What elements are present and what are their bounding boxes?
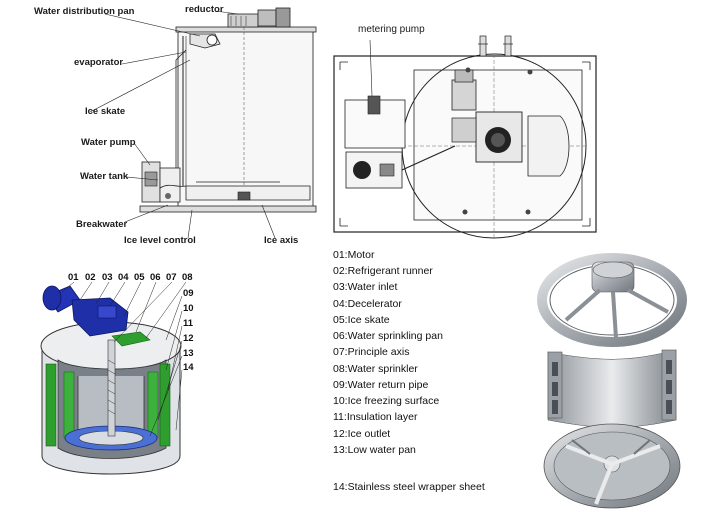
callout-07: 07 bbox=[166, 272, 177, 283]
label-water-distribution-pan: Water distribution pan bbox=[34, 6, 135, 17]
callout-04: 04 bbox=[118, 272, 129, 283]
legend-item: 12:Ice outlet bbox=[333, 428, 391, 440]
legend-item: 13:Low water pan bbox=[333, 444, 416, 456]
callout-02: 02 bbox=[85, 272, 96, 283]
callout-14: 14 bbox=[183, 362, 194, 373]
label-ice-skate: Ice skate bbox=[85, 106, 126, 117]
label-breakwater: Breakwater bbox=[76, 219, 128, 230]
legend-item: 08:Water sprinkler bbox=[333, 363, 418, 375]
callout-06: 06 bbox=[150, 272, 161, 283]
callout-03: 03 bbox=[102, 272, 113, 283]
legend-item: 05:Ice skate bbox=[333, 314, 390, 326]
label-metering-pump: metering pump bbox=[358, 24, 425, 35]
callout-09: 09 bbox=[183, 288, 194, 299]
legend-item: 07:Principle axis bbox=[333, 346, 410, 358]
legend-item: 04:Decelerator bbox=[333, 298, 402, 310]
label-ice-level-control: Ice level control bbox=[124, 235, 196, 246]
legend-item: 01:Motor bbox=[333, 249, 375, 261]
callout-13: 13 bbox=[183, 348, 194, 359]
callout-10: 10 bbox=[183, 303, 194, 314]
legend-item: 09:Water return pipe bbox=[333, 379, 429, 391]
legend-item: 11:Insulation layer bbox=[333, 411, 418, 423]
callout-01: 01 bbox=[68, 272, 79, 283]
legend-item: 06:Water sprinkling pan bbox=[333, 330, 443, 342]
label-water-pump: Water pump bbox=[81, 137, 136, 148]
photo-water-distribution-ring bbox=[537, 253, 687, 347]
label-ice-axis: Ice axis bbox=[264, 235, 299, 246]
photo-ice-skate-blades bbox=[543, 423, 681, 509]
label-evaporator: evaporator bbox=[74, 57, 124, 68]
photo-ice-freezing-surface bbox=[547, 349, 677, 428]
legend-item: 10:Ice freezing surface bbox=[333, 395, 440, 407]
label-reductor: reductor bbox=[185, 4, 224, 15]
legend-item-last: 14:Stainless steel wrapper sheet bbox=[333, 481, 485, 493]
legend-item: 03:Water inlet bbox=[333, 281, 398, 293]
evaporator-body bbox=[177, 29, 314, 209]
callout-08: 08 bbox=[182, 272, 193, 283]
insulation-layer-right bbox=[159, 363, 171, 447]
callout-05: 05 bbox=[134, 272, 145, 283]
insulation-layer-left bbox=[45, 363, 57, 447]
label-water-tank: Water tank bbox=[80, 171, 129, 182]
legend-item: 02:Refrigerant runner bbox=[333, 265, 433, 277]
callout-12: 12 bbox=[183, 333, 194, 344]
callout-11: 11 bbox=[183, 318, 194, 329]
